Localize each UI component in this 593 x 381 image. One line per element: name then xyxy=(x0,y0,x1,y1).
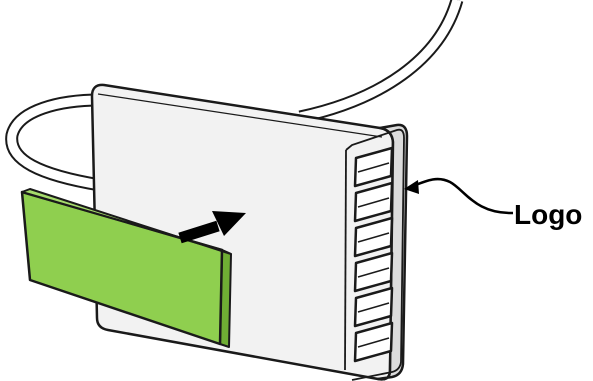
usb-port xyxy=(353,251,394,293)
usb-port xyxy=(353,286,394,328)
adhesive-pad xyxy=(20,188,232,348)
logo-callout-label: Logo xyxy=(514,199,582,230)
apply-direction-arrow xyxy=(178,211,246,244)
left-cable xyxy=(5,93,102,192)
upper-cable xyxy=(298,0,464,124)
logo-callout: Logo xyxy=(404,177,582,230)
usb-ports xyxy=(353,146,394,363)
usb-port xyxy=(353,181,394,223)
usb-port xyxy=(353,146,394,188)
usb-port xyxy=(353,216,394,258)
usb-port xyxy=(353,321,394,363)
